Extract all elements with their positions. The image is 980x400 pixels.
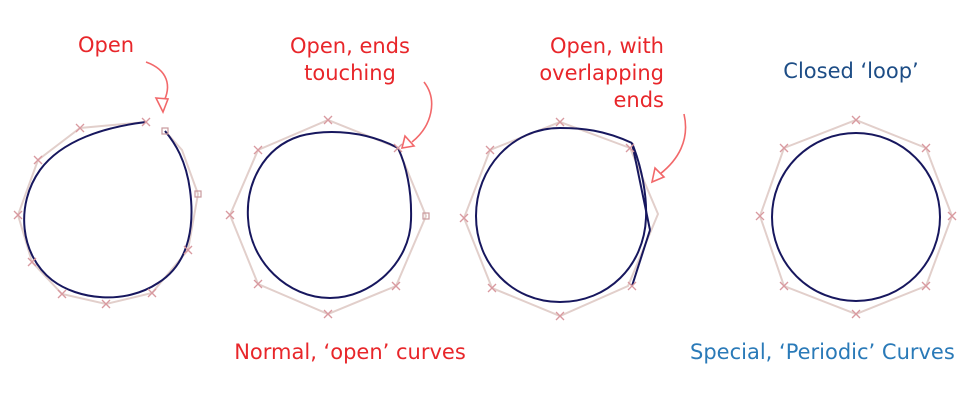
label-ends-touching-line2: touching	[304, 61, 396, 85]
label-closed-loop: Closed ‘loop’	[783, 59, 918, 83]
control-point-square	[161, 127, 169, 135]
control-point-cross	[921, 143, 931, 153]
label-ends-touching-line1: Open, ends	[290, 34, 410, 58]
control-point-cross	[253, 145, 263, 155]
closed-loop-figure	[755, 115, 957, 319]
control-point-cross	[779, 143, 789, 153]
closed-loop-curve	[771, 132, 941, 302]
control-point-cross	[625, 143, 635, 153]
touching-arrow-head	[400, 134, 416, 149]
open-curve	[23, 121, 193, 299]
control-hull-open	[16, 121, 200, 306]
control-point-cross	[393, 143, 403, 153]
control-point-cross	[555, 311, 565, 321]
control-point-cross	[755, 211, 765, 221]
label-overlapping-line1: Open, with	[550, 34, 664, 58]
control-point-cross	[779, 281, 789, 291]
control-point-cross	[33, 155, 43, 165]
control-point-cross	[75, 123, 85, 133]
control-point-cross	[13, 210, 23, 220]
control-point-cross	[57, 289, 67, 299]
control-point-cross	[323, 309, 333, 319]
overlapping-figure	[459, 113, 687, 321]
overlapping-arrow	[659, 113, 687, 175]
control-point-cross	[555, 117, 565, 127]
control-point-square	[422, 212, 430, 220]
control-points-overlapping	[459, 117, 637, 321]
control-point-cross	[225, 210, 235, 220]
control-points-touching	[225, 115, 430, 319]
caption-normal-open-curves: Normal, ‘open’ curves	[234, 340, 466, 364]
control-hull-closed	[758, 118, 954, 316]
overlapping-arrow-head	[650, 166, 666, 184]
control-point-cross	[183, 245, 193, 255]
control-point-cross	[851, 309, 861, 319]
control-points-open	[13, 117, 202, 309]
control-point-cross	[141, 117, 151, 127]
label-overlapping-line2: overlapping	[539, 61, 664, 85]
control-point-cross	[921, 281, 931, 291]
overlapping-end-segment	[631, 142, 651, 231]
control-point-square	[194, 190, 202, 198]
open-arrow	[145, 61, 169, 104]
ends-touching-curve	[246, 131, 413, 300]
control-point-cross	[27, 257, 37, 267]
open-arrow-head	[154, 97, 170, 114]
control-points-closed	[755, 115, 957, 319]
caption-special-periodic-curves: Special, ‘Periodic’ Curves	[690, 340, 955, 364]
control-point-cross	[487, 283, 497, 293]
open-curve-figure	[13, 61, 202, 309]
overlapping-curve	[474, 126, 648, 304]
control-point-cross	[147, 288, 157, 298]
control-point-cross	[459, 213, 469, 223]
control-point-cross	[391, 281, 401, 291]
label-open: Open	[78, 33, 134, 57]
control-point-cross	[851, 115, 861, 125]
control-point-cross	[485, 145, 495, 155]
control-point-cross	[323, 115, 333, 125]
ends-touching-figure	[225, 81, 433, 319]
overlapping-end-segment	[631, 229, 651, 287]
touching-arrow	[411, 81, 433, 143]
control-point-cross	[253, 279, 263, 289]
control-point-cross	[101, 299, 111, 309]
label-overlapping-line3: ends	[613, 88, 664, 112]
control-point-cross	[947, 211, 957, 221]
control-point-cross	[627, 281, 637, 291]
